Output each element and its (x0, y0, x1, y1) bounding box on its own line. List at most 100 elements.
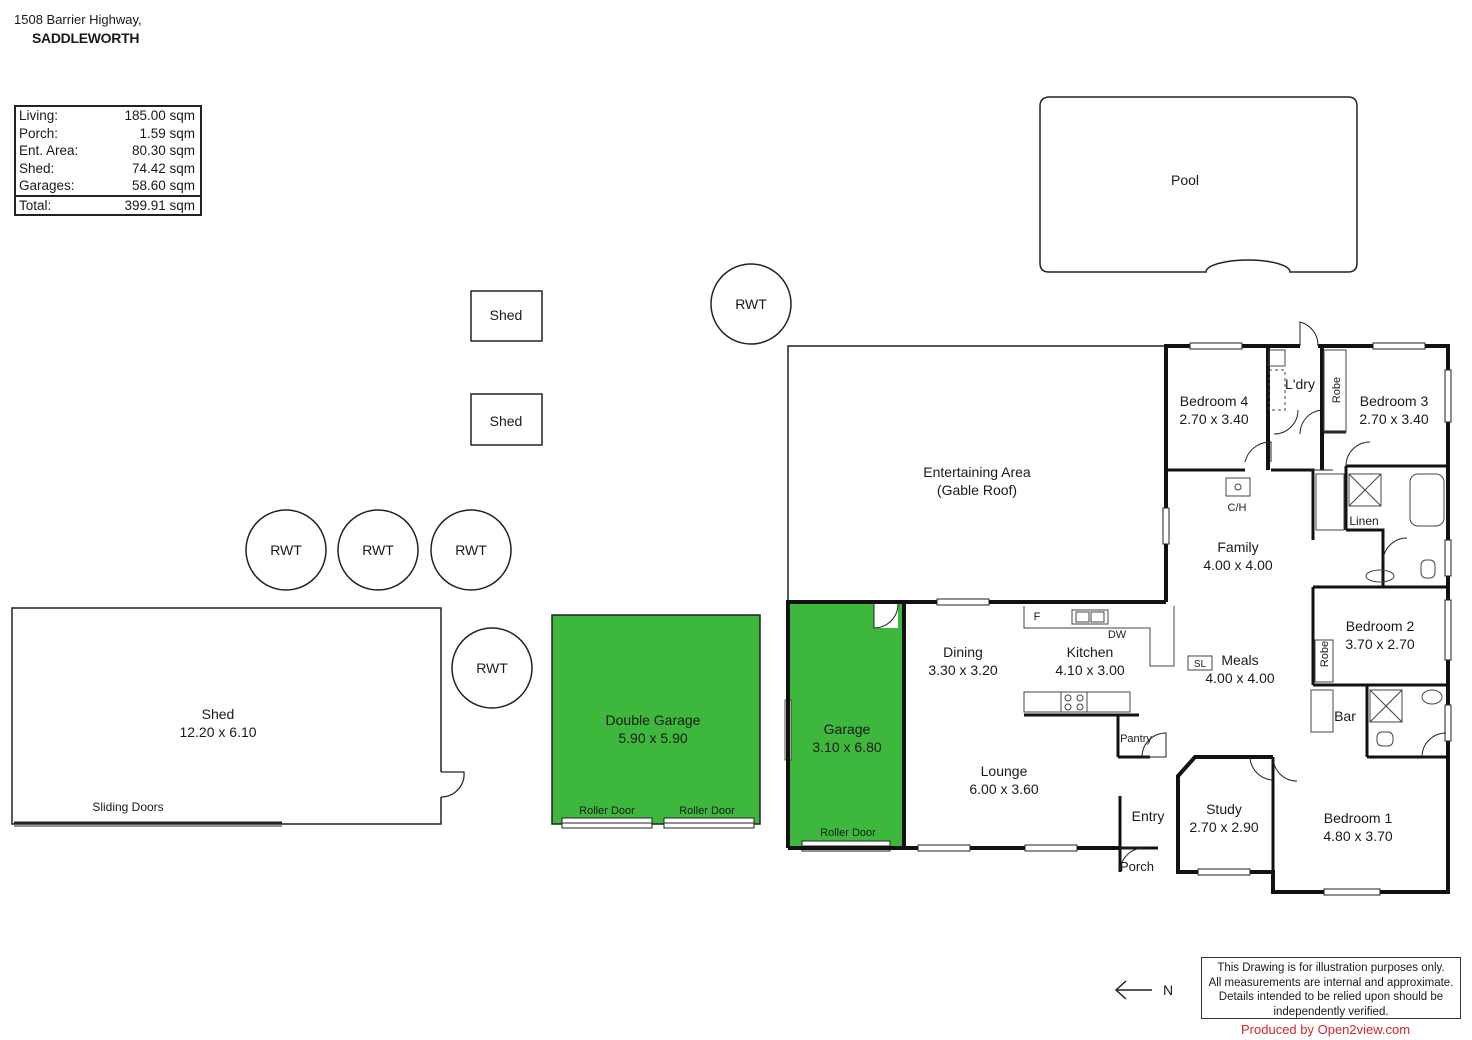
area-row: Garages: 58.60 sqm (15, 177, 201, 196)
small-shed-1-label: Shed (490, 307, 523, 323)
area-row: Shed: 74.42 sqm (15, 160, 201, 178)
bedroom-2-name: Bedroom 2 (1346, 618, 1415, 634)
address-line-1: 1508 Barrier Highway, (14, 12, 142, 27)
small-shed-1 (470, 290, 543, 342)
rwt-label: RWT (476, 660, 508, 676)
rwt-circle (337, 509, 419, 591)
entertaining-sublabel: (Gable Roof) (937, 482, 1017, 498)
area-value: 185.00 sqm (124, 108, 195, 123)
roller-door-label: Roller Door (579, 805, 635, 817)
entertaining-area: Entertaining Area (Gable Roof) (787, 345, 1166, 602)
area-total-row: Total:399.91 sqm (15, 194, 201, 215)
area-value: 74.42 sqm (131, 160, 195, 176)
rwt-tank: RWT (710, 263, 792, 345)
area-row: Living: 185.00 sqm (15, 106, 201, 125)
disclaimer-line: This Drawing is for illustration purpose… (1217, 962, 1445, 974)
kitchen-name: Kitchen (1067, 644, 1114, 660)
bar-label: Bar (1334, 708, 1356, 724)
fridge-label: F (1034, 611, 1041, 623)
north-label: N (1163, 982, 1173, 998)
disclaimer-box: This Drawing is for illustration purpose… (1201, 957, 1461, 1019)
area-value: 58.60 sqm (131, 178, 195, 193)
pantry-label: Pantry (1120, 733, 1152, 745)
laundry-label: L'dry (1285, 376, 1315, 392)
area-value: 1.59 sqm (139, 125, 195, 141)
area-label: Porch: (19, 125, 59, 141)
pool-label: Pool (1171, 172, 1199, 188)
lounge-dims: 6.00 x 3.60 (969, 781, 1038, 797)
rwt-circle (451, 627, 533, 709)
garage-roller-door-label: Roller Door (820, 827, 876, 839)
family-dims: 4.00 x 4.00 (1203, 557, 1272, 573)
rwt-label: RWT (735, 296, 767, 312)
roller-door-label: Roller Door (679, 805, 735, 817)
area-summary-table: Living: 185.00 sqm Porch: 1.59 sqm Ent. Ar… (14, 105, 202, 216)
pool-outline (1039, 96, 1358, 273)
skylight-label: SL (1194, 659, 1207, 670)
area-label: Ent. Area: (19, 143, 79, 158)
north-arrow-icon: N (1114, 980, 1173, 1000)
rwt-tank: RWT (430, 509, 512, 591)
total-label: Total: (15, 194, 100, 215)
total-value: 399.91 sqm (99, 194, 201, 215)
area-row: Ent. Area: 80.30 sqm (15, 142, 201, 160)
study-dims: 2.70 x 2.90 (1189, 819, 1258, 835)
disclaimer-line: Details intended to be relied upon shoul… (1218, 991, 1444, 1003)
dishwasher-label: DW (1108, 629, 1127, 641)
rwt-label: RWT (362, 542, 394, 558)
small-shed-2-label: Shed (490, 413, 523, 429)
bedroom-4-dims: 2.70 x 3.40 (1179, 411, 1248, 427)
study-name: Study (1206, 801, 1242, 817)
rwt-circle (245, 509, 327, 591)
area-label: Living: (19, 108, 59, 123)
small-shed-2 (470, 393, 543, 446)
dining-dims: 3.30 x 3.20 (928, 662, 997, 678)
area-row: Porch: 1.59 sqm (15, 125, 201, 143)
garage-dims: 3.10 x 6.80 (812, 739, 881, 755)
room-labels: Bedroom 4 2.70 x 3.40 Bedroom 3 2.70 x 3… (928, 376, 1428, 844)
lounge-name: Lounge (981, 763, 1028, 779)
bedroom-1-dims: 4.80 x 3.70 (1323, 828, 1392, 844)
sliding-doors-label: Sliding Doors (92, 800, 163, 814)
disclaimer-line: All measurements are internal and approx… (1208, 976, 1454, 989)
robe-label-bed2: Robe (1319, 641, 1331, 667)
produced-by[interactable]: Produced by Open2view.com (1241, 1022, 1411, 1037)
single-garage: Garage 3.10 x 6.80 Roller Door (784, 603, 904, 852)
area-value: 80.30 sqm (131, 143, 195, 158)
rwt-circle (710, 263, 792, 345)
big-shed-dims: 12.20 x 6.10 (179, 724, 256, 740)
central-heating-label: C/H (1228, 502, 1247, 514)
address-suburb: SADDLEWORTH (32, 30, 140, 46)
big-shed: Shed 12.20 x 6.10 Sliding Doors (11, 607, 465, 827)
kitchen-fixtures (1023, 349, 1445, 747)
porch-label: Porch (1120, 859, 1154, 874)
entry-label: Entry (1132, 808, 1165, 824)
rwt-label: RWT (455, 542, 487, 558)
meals-dims: 4.00 x 4.00 (1205, 670, 1274, 686)
bedroom-1-name: Bedroom 1 (1324, 810, 1393, 826)
windows (917, 342, 1452, 896)
dining-name: Dining (943, 644, 983, 660)
big-shed-name: Shed (202, 706, 235, 722)
meals-name: Meals (1221, 652, 1258, 668)
rwt-tank: RWT (245, 509, 327, 591)
entertaining-label: Entertaining Area (923, 464, 1031, 480)
bedroom-2-dims: 3.70 x 2.70 (1345, 636, 1414, 652)
bedroom-4-name: Bedroom 4 (1180, 393, 1249, 409)
bedroom-3-name: Bedroom 3 (1360, 393, 1429, 409)
rwt-tank: RWT (451, 627, 533, 709)
double-garage-name: Double Garage (606, 712, 701, 728)
north-indicator: N (1112, 978, 1182, 1007)
area-label: Shed: (19, 160, 55, 176)
family-name: Family (1217, 539, 1258, 555)
disclaimer-line: independently verified. (1273, 1005, 1389, 1018)
small-labels: Linen Pantry Porch C/H F DW SL Robe Robe (1034, 377, 1379, 874)
garage-name: Garage (824, 721, 871, 737)
bedroom-3-dims: 2.70 x 3.40 (1359, 411, 1428, 427)
double-garage-dims: 5.90 x 5.90 (618, 730, 687, 746)
linen-label: Linen (1349, 514, 1378, 528)
area-label: Garages: (19, 178, 75, 193)
kitchen-dims: 4.10 x 3.00 (1055, 662, 1124, 678)
rwt-tank: RWT (337, 509, 419, 591)
